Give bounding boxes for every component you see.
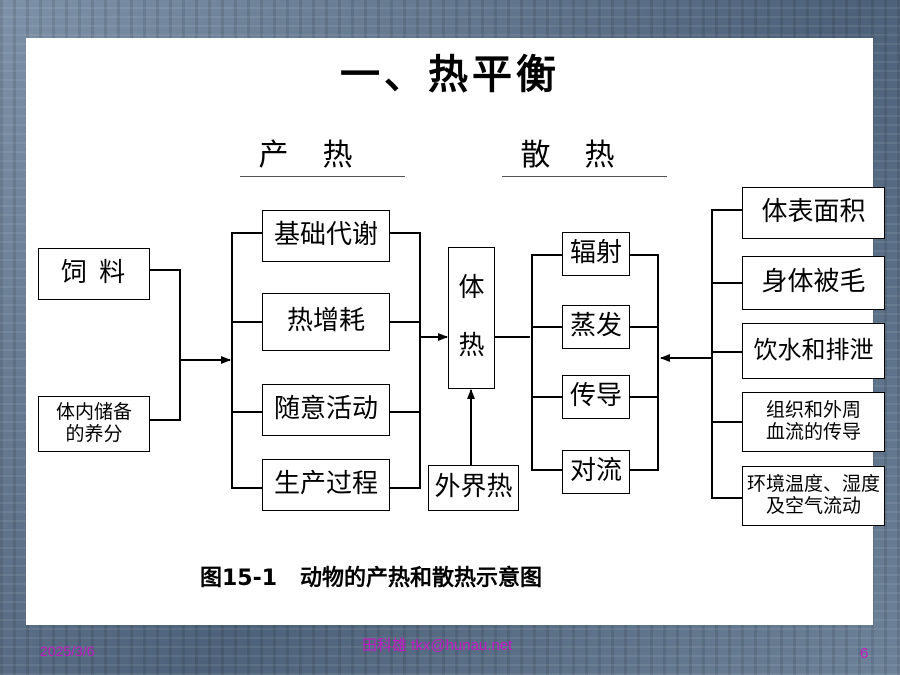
production-heat-increment: 热增耗	[262, 293, 390, 351]
factor-environment: 环境温度、湿度及空气流动	[742, 466, 885, 526]
production-production-process: 生产过程	[262, 459, 390, 511]
heading-production: 产热	[240, 130, 405, 177]
body-heat-char-1: 体	[458, 273, 485, 304]
body-heat-box: 体 热	[448, 247, 495, 389]
dissipation-evaporation: 蒸发	[562, 305, 630, 349]
reserves-connector	[150, 360, 181, 421]
page-number: 6	[860, 645, 869, 662]
factor-body-surface-area: 体表面积	[742, 187, 885, 239]
feed-connector	[150, 269, 181, 360]
factor-body-coat: 身体被毛	[742, 256, 885, 310]
source-feed: 饲 料	[38, 248, 150, 300]
footer-date: 2025/3/6	[40, 643, 95, 659]
figure-caption: 图15-1 动物的产热和散热示意图	[200, 566, 543, 591]
production-voluntary-activity: 随意活动	[262, 384, 390, 436]
factor-water-excretion: 饮水和排泄	[742, 323, 885, 379]
dissipation-conduction: 传导	[562, 375, 630, 419]
heading-dissipation: 散热	[502, 130, 667, 177]
page-title: 一、热平衡	[340, 52, 560, 98]
production-basal-metabolism: 基础代谢	[262, 210, 390, 262]
footer-author: 田科雄 tkx@hunau.net	[362, 637, 513, 654]
body-heat-char-2: 热	[458, 331, 485, 362]
factors-bracket	[711, 209, 742, 499]
source-reserves: 体内储备的养分	[38, 396, 150, 452]
production-bracket-left	[231, 232, 262, 489]
production-bracket-right	[390, 232, 421, 489]
dissipation-bracket-left	[531, 254, 562, 471]
external-heat-box: 外界热	[428, 465, 519, 511]
dissipation-radiation: 辐射	[562, 232, 630, 276]
dissipation-convection: 对流	[562, 450, 630, 494]
dissipation-bracket-right	[630, 254, 659, 471]
factor-tissue-blood-conduction: 组织和外周血流的传导	[742, 392, 885, 452]
